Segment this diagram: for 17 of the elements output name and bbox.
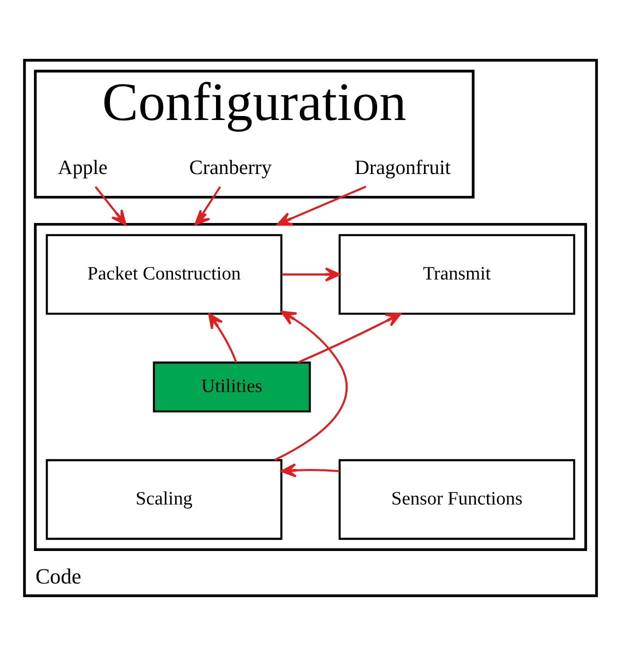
arrow	[274, 310, 348, 460]
node-text: Dragonfruit	[354, 156, 451, 179]
arrow	[208, 312, 238, 362]
arrow	[94, 186, 126, 225]
cluster	[34, 222, 588, 550]
arrow	[280, 462, 340, 477]
node-box: Utilities	[152, 361, 311, 412]
arrow	[194, 186, 221, 225]
arrow	[282, 266, 340, 282]
node-box: Transmit	[338, 234, 576, 314]
arrow	[276, 185, 366, 226]
node-box: Scaling	[46, 458, 282, 540]
node-box: Sensor Functions	[338, 458, 576, 540]
node-text: Cranberry	[189, 156, 272, 179]
node-text: Apple	[58, 156, 108, 179]
arrow	[298, 312, 402, 363]
node-box: Packet Construction	[46, 234, 282, 314]
